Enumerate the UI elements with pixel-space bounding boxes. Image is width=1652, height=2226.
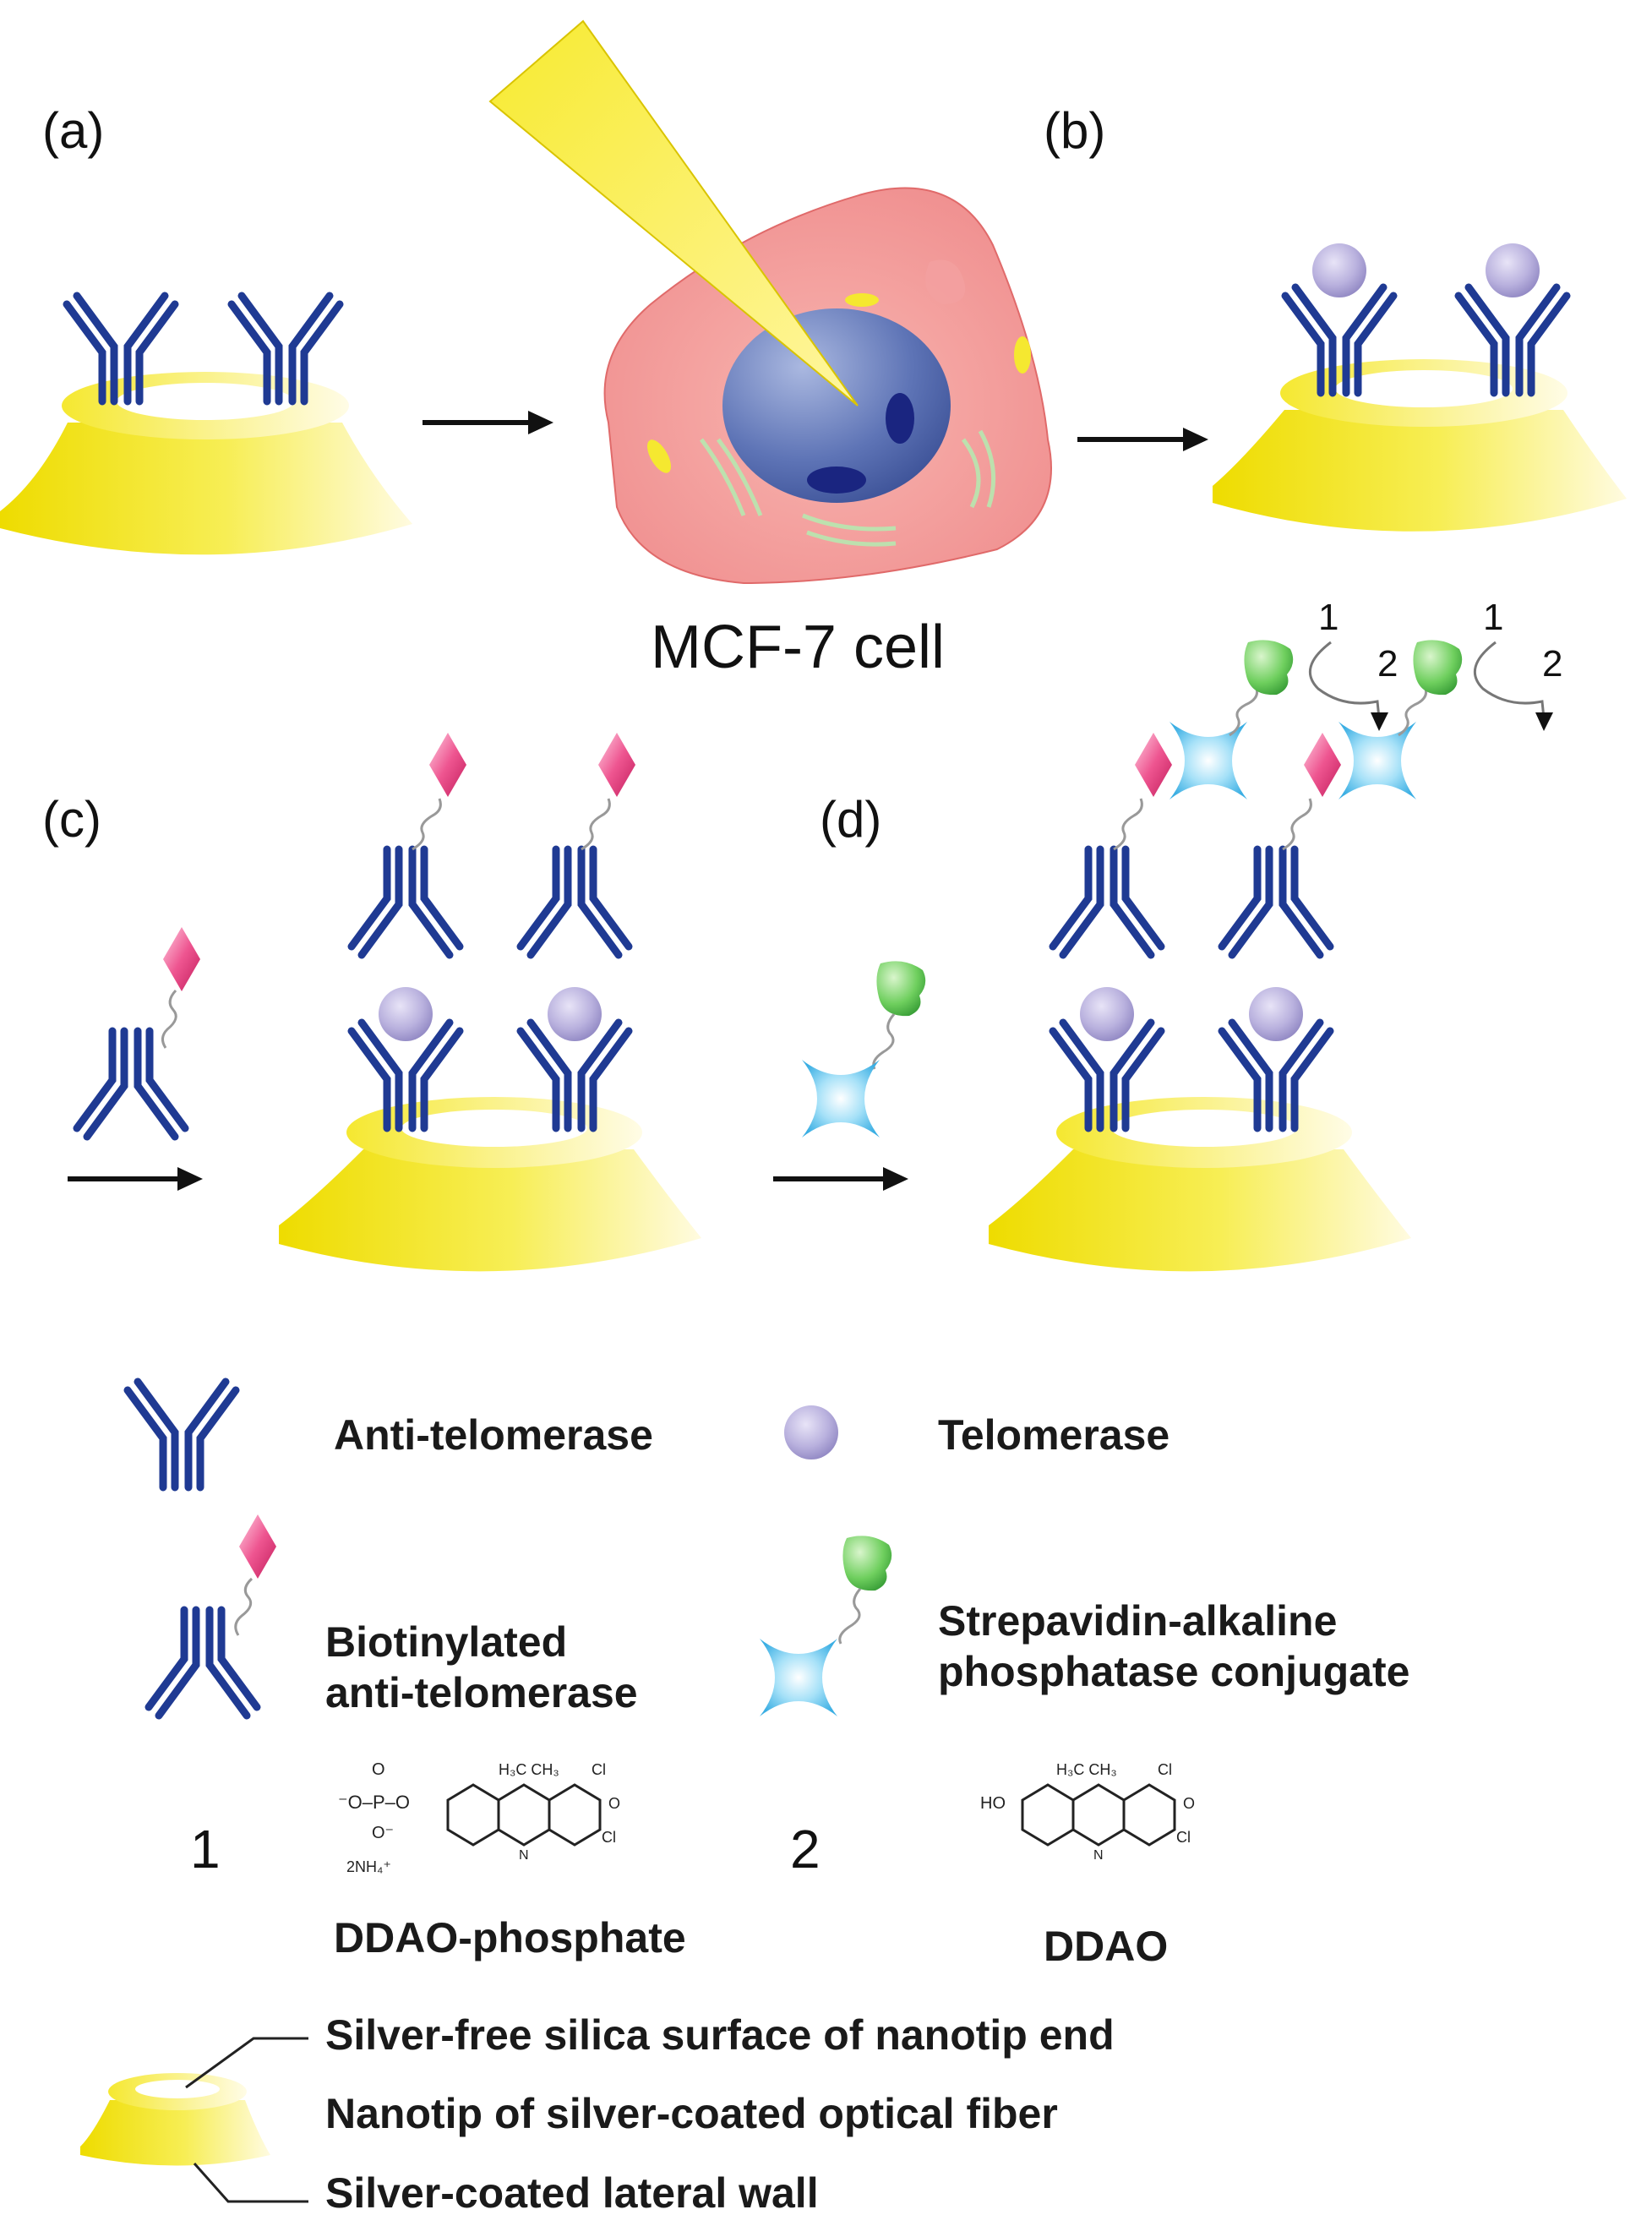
cell-label: MCF-7 cell xyxy=(651,614,945,681)
svg-text:H₃C CH₃: H₃C CH₃ xyxy=(499,1761,559,1778)
nanotip-c xyxy=(279,1097,701,1272)
legend-conjugate-line1: Strepavidin-alkaline xyxy=(938,1597,1337,1645)
legend-biotinylated-line1: Biotinylated xyxy=(325,1618,567,1666)
svg-text:O: O xyxy=(1183,1795,1195,1812)
legend-phosphatase-icon xyxy=(842,1536,892,1591)
phosphatase-d2 xyxy=(1413,640,1463,696)
svg-text:Cl: Cl xyxy=(1176,1829,1191,1846)
antibody-d2-top xyxy=(1222,849,1330,955)
biotin-c1 xyxy=(429,733,466,797)
svg-text:O: O xyxy=(608,1795,620,1812)
cycle-1-step1: 1 xyxy=(1318,597,1339,638)
legend-nanotip-leaders xyxy=(185,2037,308,2203)
linker-d2 xyxy=(1282,798,1312,851)
legend-biotinylated-line2: anti-telomerase xyxy=(325,1669,638,1716)
svg-text:O⁻: O⁻ xyxy=(372,1824,394,1842)
linker-d4 xyxy=(1398,688,1428,737)
legend-nanotip-fiber: Nanotip of silver-coated optical fiber xyxy=(325,2090,1058,2137)
legend-biotinylated-antibody-icon xyxy=(149,1610,257,1716)
biotin-d2 xyxy=(1304,733,1341,797)
linker-d1 xyxy=(1113,798,1143,851)
arrow-b xyxy=(1077,428,1208,451)
linker-c2 xyxy=(581,798,611,851)
svg-text:H₃C CH₃: H₃C CH₃ xyxy=(1056,1761,1117,1778)
arrow-d xyxy=(773,1167,908,1191)
legend-anti-telomerase: Anti-telomerase xyxy=(334,1411,653,1459)
biotin-c-reagent xyxy=(163,927,200,991)
panel-label-a: (a) xyxy=(42,102,104,159)
cycle-2-step2: 2 xyxy=(1542,643,1562,685)
legend-nanotip-surface: Silver-free silica surface of nanotip en… xyxy=(325,2011,1115,2059)
antibody-c1-top xyxy=(352,849,460,955)
svg-text:2NH₄⁺: 2NH₄⁺ xyxy=(346,1858,391,1875)
compound-1-number: 1 xyxy=(190,1819,221,1880)
legend-biotin-linker xyxy=(234,1577,254,1636)
antibody-c-reagent xyxy=(77,1031,185,1137)
reaction-cycle-2: 1 2 xyxy=(1474,597,1562,731)
streptavidin-d-reagent xyxy=(802,1060,880,1138)
telomerase-c1 xyxy=(379,987,433,1041)
svg-text:Cl: Cl xyxy=(592,1761,606,1778)
nanotip-b xyxy=(1213,359,1627,532)
biotin-d1 xyxy=(1135,733,1172,797)
phosphatase-d1 xyxy=(1244,640,1294,696)
telomerase-c2 xyxy=(548,987,602,1041)
legend-telomerase: Telomerase xyxy=(938,1411,1169,1459)
svg-text:Cl: Cl xyxy=(602,1829,616,1846)
svg-text:O: O xyxy=(372,1760,385,1779)
antibody-c2-top xyxy=(521,849,629,955)
nanotip-a xyxy=(0,372,412,555)
biotin-c2 xyxy=(598,733,635,797)
compound-2-name: DDAO xyxy=(1044,1923,1168,1970)
streptavidin-d1 xyxy=(1169,722,1247,799)
legend-biotin-icon xyxy=(239,1514,276,1579)
cycle-1-step2: 2 xyxy=(1377,643,1398,685)
telomerase-b1 xyxy=(1312,243,1366,297)
nucleolus-2 xyxy=(807,466,866,494)
legend-antibody-icon xyxy=(128,1382,236,1487)
telomerase-d1 xyxy=(1080,987,1134,1041)
streptavidin-d2 xyxy=(1339,722,1416,799)
svg-text:HO: HO xyxy=(980,1794,1006,1813)
phosphatase-d-reagent xyxy=(876,961,926,1017)
panel-label-c: (c) xyxy=(42,791,101,848)
nanotip-probe xyxy=(488,19,859,406)
arrow-c xyxy=(68,1167,203,1191)
ddao-phosphate-structure: ⁻O–P–O O O⁻ 2NH₄⁺ H₃C CH₃ Cl O Cl N xyxy=(338,1760,620,1875)
telomerase-d2 xyxy=(1249,987,1303,1041)
linker-c-reagent xyxy=(161,989,177,1049)
compound-2-number: 2 xyxy=(790,1819,821,1880)
svg-text:⁻O–P–O: ⁻O–P–O xyxy=(338,1792,410,1813)
nucleolus-1 xyxy=(886,393,914,444)
legend-nanotip-wall: Silver-coated lateral wall xyxy=(325,2169,819,2217)
svg-text:N: N xyxy=(519,1848,529,1863)
legend-conjugate-line2: phosphatase conjugate xyxy=(938,1648,1409,1695)
legend-nanotip-icon xyxy=(80,2073,270,2166)
telomerase-b2 xyxy=(1486,243,1540,297)
linker-c1 xyxy=(412,798,442,851)
legend-conjugate-linker xyxy=(838,1588,862,1645)
ddao-structure: HO H₃C CH₃ Cl O Cl N xyxy=(980,1761,1195,1863)
svg-text:Cl: Cl xyxy=(1158,1761,1172,1778)
panel-label-d: (d) xyxy=(820,791,881,848)
legend-telomerase-icon xyxy=(784,1405,838,1459)
cycle-2-step1: 1 xyxy=(1483,597,1503,638)
legend-streptavidin-icon xyxy=(760,1639,837,1716)
arrow-a xyxy=(423,411,553,434)
reaction-cycle-1: 1 2 xyxy=(1309,597,1398,731)
panel-label-b: (b) xyxy=(1044,102,1105,159)
compound-1-name: DDAO-phosphate xyxy=(334,1914,686,1961)
linker-d3 xyxy=(1229,688,1259,737)
linker-d-reagent xyxy=(872,1013,896,1070)
antibody-d1-top xyxy=(1053,849,1161,955)
svg-text:N: N xyxy=(1093,1848,1104,1863)
nanotip-d xyxy=(989,1097,1411,1272)
nucleus xyxy=(722,308,951,503)
